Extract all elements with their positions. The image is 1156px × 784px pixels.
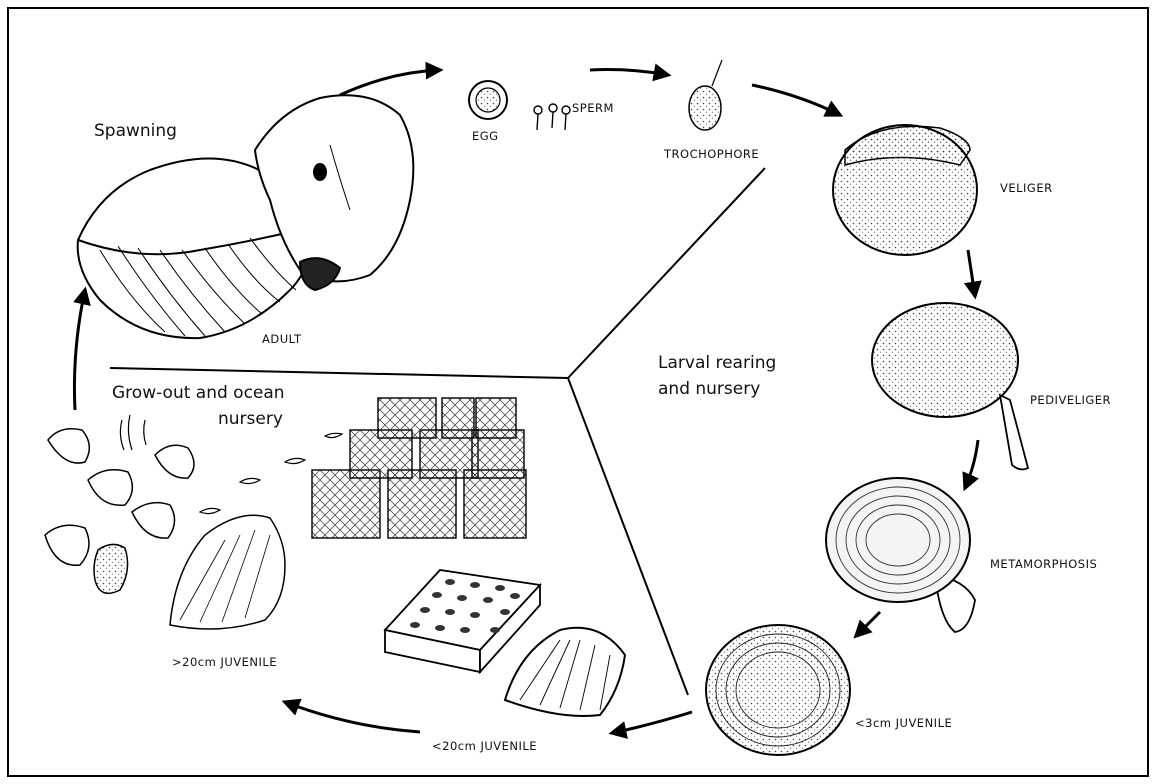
growout-clams-illustration [45,429,285,629]
nursery-tray-illustration [385,570,540,672]
stage-label-trochophore: TROCHOPHORE [663,147,759,161]
stage-label-veliger: VELIGER [1000,181,1053,195]
arrow-3cm-to-20cm [612,712,692,733]
arrow-sperm-to-trochophore [590,70,668,75]
arrow-20cm-to-gt20cm [285,702,420,732]
egg-illustration [469,81,507,119]
fish-and-weeds-illustration [120,415,342,514]
arrow-pediveliger-to-metamorphosis [965,440,978,488]
juvenile-3cm-illustration [706,625,850,755]
section-label-larval-rearing-line1: Larval rearing [658,353,776,373]
stage-label-pediveliger: PEDIVELIGER [1030,393,1111,407]
section-label-larval-rearing-line2: and nursery [658,379,760,399]
stage-label-juvenile-3cm: <3cm JUVENILE [855,716,952,730]
veliger-illustration [833,125,977,255]
pediveliger-illustration [872,303,1028,469]
metamorphosis-illustration [826,478,975,632]
stage-label-juvenile-20cm: <20cm JUVENILE [432,739,537,753]
juvenile-20cm-illustration [505,628,625,716]
section-label-spawning: Spawning [94,121,177,141]
arrow-adult-to-egg [340,70,440,95]
trochophore-illustration [689,60,722,130]
stage-label-egg: EGG [472,129,499,143]
arrow-trochophore-to-veliger [752,85,840,115]
stage-label-adult: ADULT [262,332,302,346]
stage-label-metamorphosis: METAMORPHOSIS [990,557,1097,571]
stage-label-sperm: SPERM [572,101,614,115]
arrow-veliger-to-pediveliger [968,250,975,296]
arrow-metamorphosis-to-juvenile [856,612,880,636]
stage-label-juvenile-gt20cm: >20cm JUVENILE [172,655,277,669]
section-label-growout-line2: nursery [218,409,283,429]
ocean-cages-illustration [312,398,526,538]
arrow-growout-to-adult [74,290,85,410]
section-label-growout-line1: Grow-out and ocean [112,383,285,403]
sperm-illustration [534,104,570,130]
